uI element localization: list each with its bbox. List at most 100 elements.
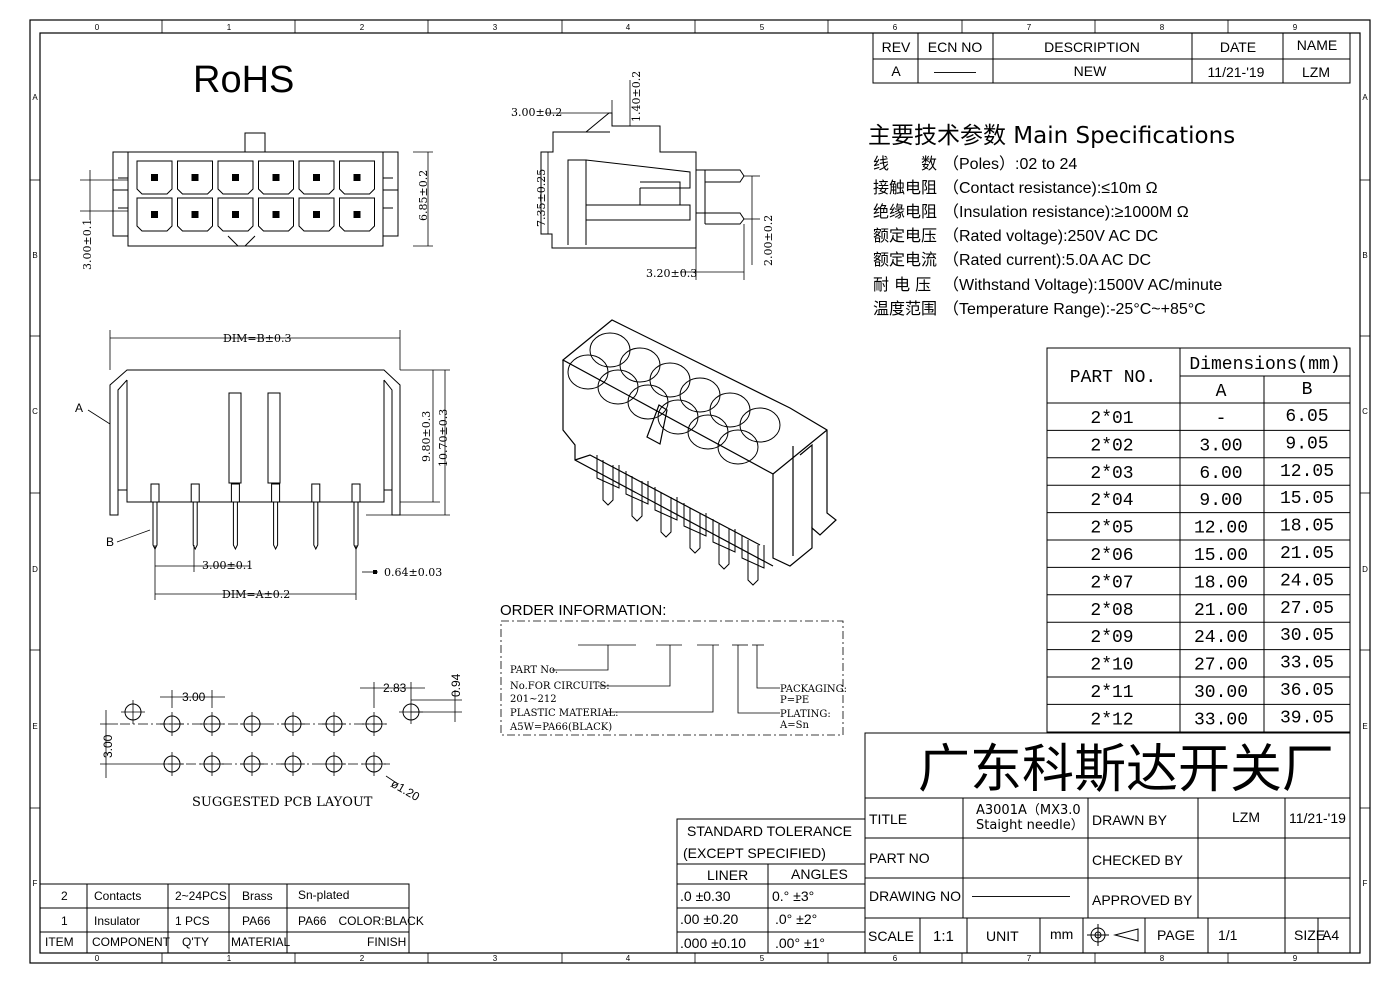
cavity [136,160,173,195]
front-view-pins [150,483,361,551]
bom-qty: 1 PCS [175,914,210,928]
contact-pin [151,174,158,181]
cavity [298,197,335,232]
pcb-hole-label: 0.94 [449,673,463,697]
tolerance-angle: .00° ±1° [775,935,825,951]
page-value: 1/1 [1218,927,1238,943]
cavity [339,160,375,195]
pin-tail [353,502,359,551]
part-no-cell: 2*06 [1090,546,1133,566]
company-name: 广东科斯达开关厂 [918,740,1334,800]
iso-pin [747,540,759,586]
part-no-cell: 2*07 [1090,573,1133,593]
zone-row-label: D [32,565,38,574]
dim-b-cell: 39.05 [1280,708,1334,728]
contact-pin [191,174,199,181]
drawn-by-name: LZM [1232,809,1260,825]
callout-a: A [75,401,83,415]
bom-finish: Sn-plated [298,888,349,902]
zone-row-label: C [1362,407,1368,416]
rev-value: A [891,63,901,79]
scale-label: SCALE [868,928,914,944]
dim-b-cell: 21.05 [1280,544,1334,564]
zone-column-label: 2 [360,954,365,963]
dim-a-cell: - [1216,409,1227,429]
specs-heading: 主要技术参数 Main Specifications [868,123,1235,149]
pcb-dims [100,682,462,785]
rohs-label: RoHS [193,59,294,101]
dim-b-cell: 30.05 [1280,626,1334,646]
isometric-cavities [567,332,781,465]
iso-pin [660,492,672,538]
zone-column-label: 6 [893,23,898,32]
bom-header-finish: FINISH [367,935,406,949]
bom-header-qty: Q'TY [182,935,209,949]
part-no-cell: 2*04 [1090,491,1133,511]
dim-top-3: 3.00±0.1 [81,219,94,270]
pin-base [230,483,240,503]
cavity [298,160,335,195]
spec-value: （Temperature Range):-25°C~+85°C [943,300,1206,318]
tolerance-liner: .000 ±0.10 [680,935,746,951]
outer-frame [29,19,1371,964]
order-packaging: PACKAGING: [780,684,847,695]
bom-component: Contacts [94,889,141,903]
part-no-cell: 2*08 [1090,601,1133,621]
scale-value: 1:1 [933,928,954,945]
pin-label: 0.64±0.03 [384,566,442,579]
zone-row-label: C [32,407,38,416]
dim-a-cell: 30.00 [1194,683,1248,703]
description-header: DESCRIPTION [1044,39,1140,55]
pin-base [150,483,160,503]
part-no-cell: 2*11 [1090,683,1133,703]
spec-label: 线 数 [873,154,937,173]
contact-pin [353,174,361,181]
cavity [258,197,294,232]
spec-value: （Withstand Voltage):1500V AC/minute [943,276,1222,294]
cavity [217,197,254,232]
dim-a-cell: 15.00 [1194,546,1248,566]
dim-b-cell: 27.05 [1280,599,1334,619]
pcb-layout [120,700,423,776]
zone-row-label: B [32,251,37,260]
zone-column-label: 4 [626,23,631,32]
zone-column-label: 5 [760,23,765,32]
iso-pin [689,508,701,554]
contact-pin [313,174,320,181]
pin-tail [152,502,158,551]
front-view-dims [87,330,450,600]
iso-pin-housing [625,471,649,505]
zone-row-label: F [1363,879,1368,888]
dim-a-cell: 9.00 [1199,491,1242,511]
drawn-by-label: DRAWN BY [1092,812,1168,828]
contact-pin [313,211,320,218]
zone-row-label: A [32,93,38,102]
zone-column-label: 7 [1027,23,1032,32]
zone-row-label: E [1362,722,1367,731]
title-block [864,732,1351,954]
pin-base [351,483,361,503]
top-view [112,132,399,247]
iso-cavity [589,332,631,368]
rev-header: REV [882,39,911,55]
front-view [109,369,401,516]
iso-cavity [687,414,729,450]
date-header: DATE [1220,39,1256,55]
zone-column-label: 1 [227,23,232,32]
date-value: 11/21-'19 [1208,64,1265,80]
zone-column-label: 1 [227,954,232,963]
tolerance-angle: 0.° ±3° [772,888,814,904]
dim-a-cell: 27.00 [1194,656,1248,676]
iso-cavity [709,392,751,428]
part-no-cell: 2*10 [1090,656,1133,676]
name-value: LZM [1302,64,1330,80]
dim-b-cell: 9.05 [1285,434,1328,454]
ecn-header: ECN NO [928,39,983,55]
dim-a-cell: 21.00 [1194,601,1248,621]
order-box [500,620,844,736]
dim-980: 9.80±0.3 [420,411,433,462]
pin-tail [232,502,238,551]
title-label: TITLE [869,811,907,827]
